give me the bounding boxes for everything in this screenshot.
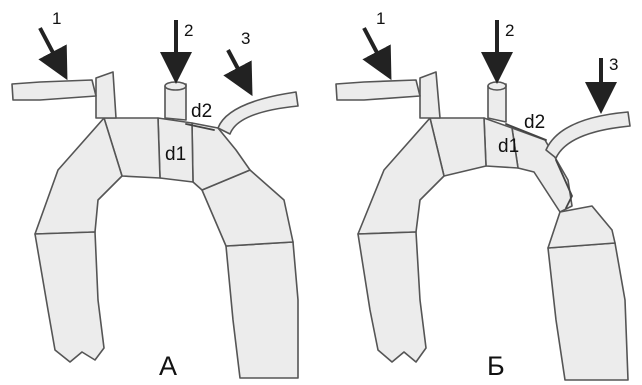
panel-b-arrow-1 xyxy=(364,28,384,66)
panel-b-ascending-upper xyxy=(358,118,444,234)
panel-a-ascending-lower xyxy=(35,232,104,362)
panel-b: 1 2 3 d2 d1 Б xyxy=(336,9,630,381)
panel-b-arrow-2-label: 2 xyxy=(505,21,514,40)
panel-a-carotid-ostium xyxy=(165,82,186,90)
panel-a-arrow-1-label: 1 xyxy=(52,9,61,28)
panel-a-right-subclavian xyxy=(12,80,96,100)
panel-a-descending-lower xyxy=(226,242,298,378)
panel-b-arrow-1-label: 1 xyxy=(376,9,385,28)
panel-a-d2-label: d2 xyxy=(191,101,212,122)
panel-b-descending-lower xyxy=(548,243,628,380)
panel-b-d1-label: d1 xyxy=(498,136,519,157)
panel-a-arrow-2-label: 2 xyxy=(184,21,193,40)
panel-a-left-subclavian xyxy=(218,92,298,134)
panel-a-ascending-upper xyxy=(35,118,122,234)
panel-a-arrow-1 xyxy=(40,28,60,66)
panel-b-ascending-lower xyxy=(358,232,426,362)
panel-a-d1-label: d1 xyxy=(165,144,186,165)
panel-a: 1 2 3 d2 d1 А xyxy=(12,9,298,381)
panel-b-carotid-ostium xyxy=(488,82,506,90)
panel-a-arrow-3 xyxy=(228,50,245,82)
panel-b-d2-label: d2 xyxy=(524,112,545,133)
panel-b-label: Б xyxy=(487,351,505,381)
panel-a-brachiocephalic-trunk xyxy=(96,72,116,118)
panel-b-arrow-3-label: 3 xyxy=(609,55,618,74)
panel-b-left-subclavian xyxy=(546,112,630,158)
panel-b-brachiocephalic-trunk xyxy=(420,72,440,118)
panel-a-label: А xyxy=(159,351,177,381)
panel-a-arrow-3-label: 3 xyxy=(241,29,250,48)
panel-b-right-subclavian xyxy=(336,80,420,100)
panel-b-descending-upper xyxy=(548,206,615,248)
